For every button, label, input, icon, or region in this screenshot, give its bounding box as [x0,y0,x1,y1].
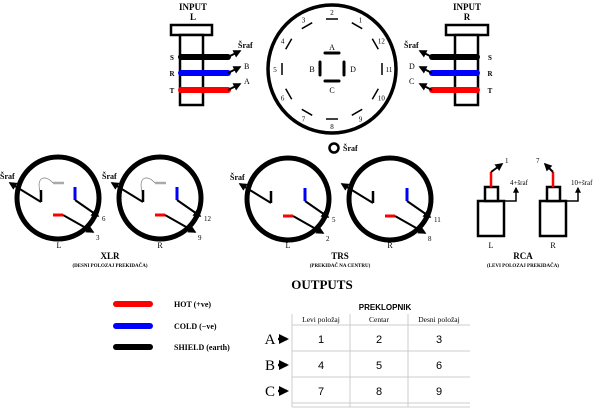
position-9: 9 [359,115,363,123]
table-header: Desni položaj [418,315,459,324]
table-cell: 6 [436,360,442,372]
trs-title: TRS [331,251,349,261]
screw-label: Šraf [0,171,15,181]
outputs-title: OUTPUTS [291,277,352,292]
legend: HOT (+ve) COLD (−ve) SHIELD (earth) [113,300,230,352]
cold-output-label: 6 [102,215,106,223]
contact-a: A [329,43,335,52]
position-6: 6 [281,95,285,103]
rca-connectors: 1 4+šraf L 7 10+šraf R RCA (LEVI POLOZAJ… [476,157,593,269]
table-cell: 7 [318,386,324,398]
position-5: 5 [273,66,277,74]
label-sraf: Šraf [404,40,419,50]
table-cell: 4 [318,360,324,372]
row-label: B [265,358,275,374]
position-1: 1 [359,17,363,25]
xlr-right-connector: 12 9 Šraf [102,154,212,242]
label-sraf: Šraf [238,40,253,50]
pin-r: R [487,70,493,78]
row-label: C [265,384,275,400]
legend-hot: HOT (+ve) [174,300,211,309]
rca-r-hot-label: 7 [536,157,540,165]
rca-r-label: R [550,241,556,250]
position-8: 8 [330,123,334,131]
position-7: 7 [302,115,306,123]
rca-left: 1 4+šraf L [476,157,529,250]
position-12: 12 [378,38,386,46]
hot-output-label: 8 [428,235,432,243]
position-11: 11 [386,66,393,74]
input-right-jack: INPUT R S R T Šraf D C [404,2,493,107]
rca-l-ground-label: 4+šraf [510,179,529,187]
table-cell: 1 [318,334,324,346]
position-2: 2 [330,9,334,17]
rca-subtitle: (LEVI POLOZAJ PREKIDAČA) [487,263,559,269]
pin-t: T [170,87,175,95]
label-c: C [409,77,414,86]
cold-output-label: 11 [434,216,441,224]
table-cell: 5 [376,360,382,372]
rca-title: RCA [513,251,533,261]
legend-shield: SHIELD (earth) [174,343,230,352]
table-title: PREKLOPNIK [359,303,412,312]
label-d: D [409,62,415,71]
position-4: 4 [281,38,285,46]
label-a: A [244,77,250,86]
table-cell: 9 [436,386,442,398]
xlr-left-connector: 6 3 Šraf [0,154,106,242]
trs-subtitle: (PREKIDAČ NA CENTRU) [310,263,371,269]
trs-left-connector: 5 2 Šraf [230,155,336,243]
table-cell: 2 [376,334,382,346]
screw-label: Šraf [343,143,358,153]
table-cell: 3 [436,334,442,346]
legend-cold: COLD (−ve) [174,322,217,331]
cold-output-label: 12 [204,215,212,223]
hot-output-label: 3 [96,234,100,242]
xlr-l-label: L [57,241,62,250]
rca-l-label: L [489,241,494,250]
trs-l-label: L [286,241,291,250]
pin-s: S [488,54,492,62]
contact-c: C [329,86,334,95]
pin-r: R [169,70,175,78]
contact-b: B [309,65,314,74]
table-cell: 8 [376,386,382,398]
position-10: 10 [378,95,386,103]
xlr-title: XLR [100,251,120,261]
rca-l-hot-label: 1 [505,157,509,165]
input-left-side: L [190,12,196,22]
input-right-side: R [464,12,471,22]
label-b: B [244,62,249,71]
input-right-title: INPUT [453,2,481,12]
hot-output-label: 2 [326,235,330,243]
trs-right-connector: 11 8 [340,155,441,243]
pin-t: T [488,87,493,95]
position-3: 3 [302,17,306,25]
screw-label: Šraf [102,171,117,181]
input-left-title: INPUT [179,2,207,12]
hot-output-label: 9 [198,234,202,242]
row-label: A [265,332,276,348]
rca-r-ground-label: 10+šraf [571,179,593,187]
table-header: Centar [369,315,389,324]
trs-r-label: R [387,241,393,250]
screw-label: Šraf [230,172,245,182]
table-header: Levi položaj [302,315,340,324]
switch-table: PREKLOPNIK Levi položaj Centar Desni polož… [265,303,470,408]
cold-output-label: 5 [332,216,336,224]
rca-right: 7 10+šraf R [536,157,593,250]
xlr-r-label: R [157,241,163,250]
xlr-subtitle: (DESNI POLOZAJ PREKIDAČA) [72,263,147,269]
input-left-jack: INPUT L S R T Šraf B A [169,2,253,107]
contact-d: D [350,65,356,74]
pin-s: S [170,54,174,62]
